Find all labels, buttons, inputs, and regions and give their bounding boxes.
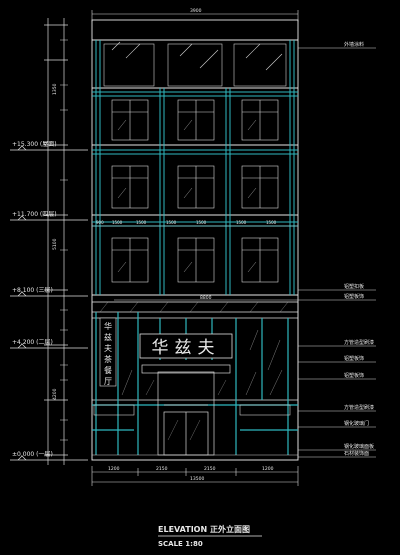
upper-pilasters [92,40,298,295]
annotation-5: 铝塑板饰 [344,372,364,379]
annotation-9: 石材装饰面 [344,450,369,457]
vertical-sign-char-2: 兹 [104,332,112,342]
bottom-dim-2: 2150 [156,466,168,472]
level-label-3f: +8.100 (三层) [12,287,53,294]
main-sign-panel [139,333,233,359]
left-dim-1: 1350 [52,83,58,95]
drawing-scale: SCALE 1:80 [158,540,203,548]
bottom-dim-1: 1200 [108,466,120,472]
level-label-2f: +4.200 (二层) [12,339,53,346]
floor-dim-0: 900 [96,220,104,225]
floor-dim-5: 1500 [236,220,247,225]
annotation-8: 钢化玻璃面板 [344,443,374,450]
annotation-6: 方管造型刷漆 [344,404,374,411]
floor-dim-1: 1500 [112,220,123,225]
floor-dim-3: 1500 [166,220,177,225]
annotation-4: 铝塑板饰 [344,355,364,362]
top-floor-glass [103,41,287,87]
ground-band [92,404,298,456]
bottom-dim-4: 1200 [262,466,274,472]
vertical-sign-char-3: 夫 [104,343,112,353]
vertical-sign-panel [99,317,117,387]
level-label-1f: ±0.000 (一层) [12,451,53,458]
vertical-sign-char-6: 厅 [104,377,112,386]
window-hatching [117,119,257,273]
left-dim-3: 4200 [52,388,58,400]
top-dim-label: 3900 [190,8,202,14]
annotation-1: 铝塑扣板 [344,283,364,290]
annotation-7: 钢化玻璃门 [344,420,369,427]
canopy-dim-label: 8800 [200,295,212,301]
annotation-2: 铝塑板饰 [344,293,364,300]
left-dimension-lines [44,18,68,465]
floor-dim-6: 1500 [266,220,277,225]
annotation-0: 外墙涂料 [344,41,364,48]
upper-windows [111,99,279,283]
vertical-sign-char-1: 华 [104,321,112,331]
left-dim-2: 5100 [52,238,58,250]
level-label-roof: +15.300 (屋面) [12,141,57,148]
level-label-4f: +11.700 (四层) [12,211,57,218]
floor-dim-4: 1500 [196,220,207,225]
left-dim-ticks [60,39,68,441]
bottom-dim-3: 2150 [204,466,216,472]
vertical-sign-char-4: 茶 [104,354,112,364]
drawing-title: ELEVATION 正外立面图 [158,524,250,534]
vertical-sign-char-5: 餐 [104,366,112,375]
canopy-hatch [99,301,289,313]
bottom-dim-total: 13500 [190,476,204,482]
level-markers [10,145,88,461]
bottom-dimension [91,466,299,486]
storefront [91,301,299,461]
floor-dim-2: 1500 [136,220,147,225]
door-hatch [145,379,227,441]
main-sign-text: 华兹夫 [152,338,221,358]
side-panels [121,329,283,396]
annotation-leaders [298,47,376,458]
annotation-3: 方管造型刷漆 [344,339,374,346]
